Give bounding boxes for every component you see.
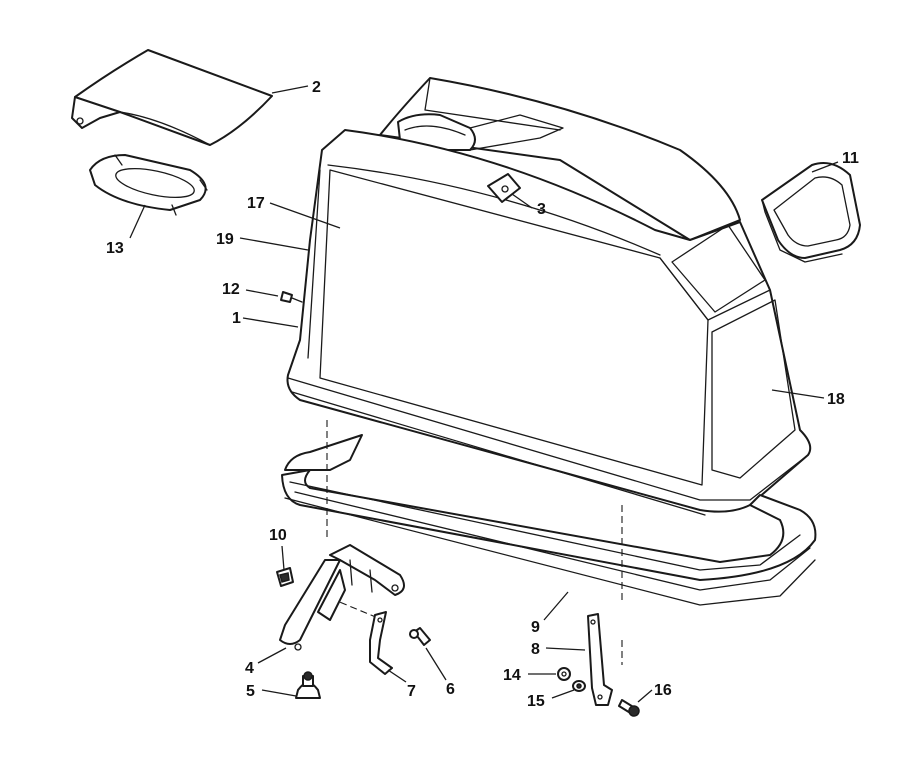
part-screw-16 (618, 699, 640, 717)
callout-15: 15 (527, 693, 545, 710)
part-side-insert (761, 162, 861, 263)
part-top-cover (71, 49, 273, 146)
callout-7: 7 (407, 683, 416, 700)
part-strap (587, 613, 613, 706)
part-seal-frame (281, 434, 817, 606)
callout-11: 11 (842, 150, 859, 167)
part-bracket (279, 544, 405, 651)
part-bolt-6 (409, 627, 431, 646)
callout-17: 17 (247, 195, 265, 212)
part-clip (276, 567, 294, 587)
part-screw-12 (280, 291, 303, 303)
callout-13: 13 (106, 240, 124, 257)
callout-8: 8 (531, 641, 540, 658)
callout-19: 19 (216, 231, 234, 248)
part-washer (572, 680, 586, 692)
part-gasket-ring (89, 154, 208, 216)
callout-2: 2 (312, 79, 321, 96)
callout-12: 12 (222, 281, 240, 298)
callout-16: 16 (654, 682, 672, 699)
part-grommet (295, 671, 321, 699)
callout-3: 3 (537, 201, 546, 218)
callout-9: 9 (531, 619, 540, 636)
part-small-bracket (369, 611, 393, 675)
callout-1: 1 (232, 310, 241, 327)
callout-6: 6 (446, 681, 455, 698)
part-motor-cover (286, 77, 812, 516)
callout-5: 5 (246, 683, 255, 700)
callout-18: 18 (827, 391, 845, 408)
callout-4: 4 (245, 660, 254, 677)
callout-10: 10 (269, 527, 287, 544)
part-nut (557, 667, 571, 681)
callout-14: 14 (503, 667, 521, 684)
